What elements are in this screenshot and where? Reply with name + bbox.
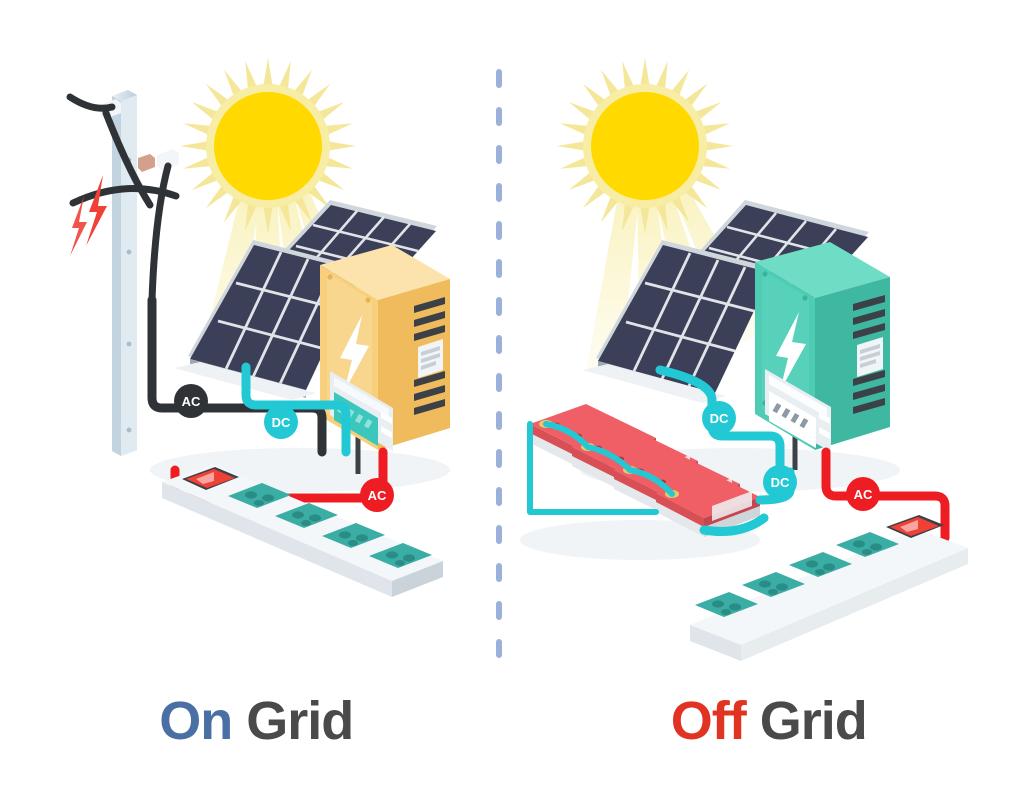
power-socket[interactable] [695,592,758,617]
inverter-display [765,369,831,452]
off-grid-accent-word: Off [670,691,747,751]
lightning-bolt-icon [776,312,806,391]
power-strip [162,464,443,597]
battery-bank [527,404,760,537]
cable-tag-label: AC [368,488,387,503]
caption-row: On Grid Off Grid [0,676,1025,766]
off-grid-caption-cell: Off Grid [513,676,1025,766]
on-grid-caption-cell: On Grid [0,676,513,766]
cable-tag-label: AC [182,394,201,409]
power-socket[interactable] [789,552,852,577]
battery-interconnect-cables [527,421,675,515]
power-socket[interactable] [369,543,432,568]
power-switch [182,467,239,490]
electric-spark [70,175,107,256]
power-socket[interactable] [275,503,338,528]
dc-cable-panel [241,362,351,457]
solar-panel-front [583,240,774,403]
power-socket[interactable] [322,523,385,548]
inverter-vents [853,295,885,414]
cable-tag-ac-load: AC [846,477,880,511]
off-grid-scene: DC DC AC [520,58,968,661]
sun-disc [591,92,699,200]
pole-bolts [126,157,132,433]
power-strip [690,515,968,661]
cable-tag-ac-grid: AC [174,384,208,418]
on-grid-neutral-word: Grid [246,691,354,751]
inverter-side-label [857,337,883,377]
cable-tag-label: DC [710,411,729,426]
on-grid-caption: On Grid [159,691,354,751]
inverter-vents [414,297,445,415]
on-grid-scene: AC DC AC [66,58,450,597]
ac-cable-load [821,447,950,543]
cable-tag-label: DC [771,475,790,490]
cable-tag-label: DC [272,415,291,430]
inverter-side-label [418,339,443,378]
lightning-bolt-icon [340,315,369,392]
cable-tag-dc-panel: DC [264,405,298,439]
power-switch[interactable] [886,515,944,538]
power-socket[interactable] [742,572,805,597]
off-grid-neutral-word: Grid [759,691,868,751]
cable-tag-ac-load: AC [360,478,394,512]
cable-tag-dc-panel: DC [702,401,736,435]
power-lines [66,93,180,304]
cable-tag-label: AC [854,487,873,502]
off-grid-caption: Off Grid [670,691,868,751]
inverter [755,242,890,470]
inverter [320,245,450,474]
power-socket[interactable] [836,532,899,557]
ac-cable-grid [147,295,327,457]
solar-panel-front [174,240,363,400]
battery-unit [656,473,760,537]
on-grid-accent-word: On [159,691,233,751]
sun-disc [214,92,322,200]
utility-pole [66,90,180,456]
cable-tag-dc-battery: DC [763,465,797,499]
power-socket[interactable] [228,483,291,508]
